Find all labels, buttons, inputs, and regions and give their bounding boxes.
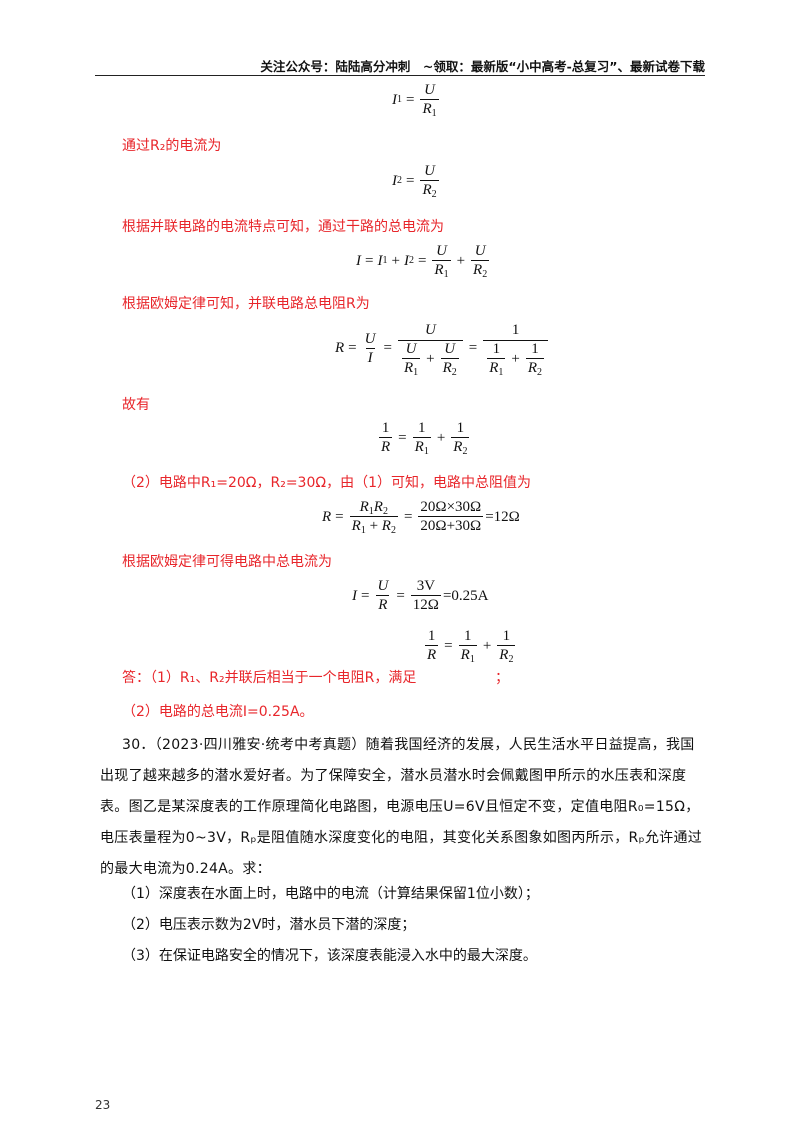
page-header: 关注公众号：陆陆高分冲刺 ~领取：最新版“小中高考-总复习”、最新试卷下载 <box>260 59 705 74</box>
question30-item-1: （1）深度表在水面上时，电路中的电流（计算结果保留1位小数）； <box>122 886 539 902</box>
r2-result: =12Ω <box>485 508 520 525</box>
r2-numerator: 20Ω×30Ω <box>420 499 482 515</box>
answer1-suffix: ； <box>495 670 509 686</box>
question30-text: 30．（2023·四川雅安·统考中考真题）随着我国经济的发展，人民生活水平日益提… <box>100 737 703 877</box>
part2-intro: （2）电路中R₁=20Ω，R₂=30Ω，由（1）可知，电路中总阻值为 <box>122 475 531 491</box>
answer1-prefix: 答：（1）R₁、R₂并联后相当于一个电阻R，满足 <box>122 670 417 686</box>
r2-denominator: 20Ω+30Ω <box>418 516 484 534</box>
ohm-intro: 根据欧姆定律可知，并联电路总电阻R为 <box>122 296 370 312</box>
i-numerator: 3V <box>416 578 436 594</box>
i-result: =0.25A <box>442 587 489 604</box>
i2-intro: 通过R₂的电流为 <box>122 138 222 154</box>
part2-current-intro: 根据欧姆定律可得电路中总电流为 <box>122 554 332 570</box>
i-denominator: 12Ω <box>410 595 441 613</box>
question30-item-3: （3）在保证电路安全的情况下，该深度表能浸入水中的最大深度。 <box>122 948 537 964</box>
header-rule <box>95 75 705 76</box>
answer2: （2）电路的总电流I=0.25A。 <box>122 704 314 720</box>
total-current-intro: 根据并联电路的电流特点可知，通过干路的总电流为 <box>122 219 444 235</box>
page-number: 23 <box>95 1098 111 1112</box>
therefore-label: 故有 <box>122 397 150 413</box>
question30-item-2: （2）电压表示数为2V时，潜水员下潜的深度； <box>122 917 416 933</box>
